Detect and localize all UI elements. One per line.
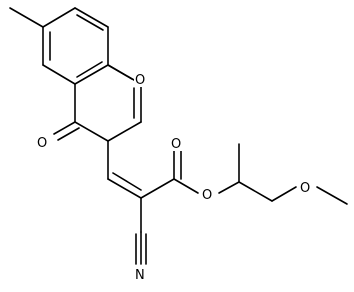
- ring-oxygen-label: O: [135, 73, 145, 88]
- bond-vinyl-double-2: [112, 172, 142, 191]
- ketone-oxygen-label: O: [37, 136, 47, 151]
- ester-oxygen-label: O: [202, 188, 212, 203]
- bond-ch-ch2: [238, 181, 273, 202]
- bond-benzene-4-inner: [76, 61, 103, 78]
- bond-benzene-2: [74, 7, 109, 28]
- bond-ester-c-o: [173, 178, 199, 194]
- bond-benzene-4: [74, 64, 109, 85]
- bond-o-ch: [218, 181, 240, 194]
- bond-pyran-c3-c4: [107, 121, 142, 142]
- ether-oxygen-label: O: [300, 181, 310, 196]
- bond-ketone-1: [53, 121, 76, 135]
- bond-c-ester-c: [140, 178, 175, 199]
- bond-benzene-2-inner: [76, 14, 104, 31]
- bond-ch2-o: [271, 186, 297, 202]
- nitrile-nitrogen-label: N: [135, 268, 145, 283]
- bond-vinyl-double-1: [107, 178, 142, 199]
- bond-o-methyl: [316, 186, 348, 205]
- bond-pyran-c4-c4a: [74, 121, 109, 142]
- bond-c8a-ring-oxygen: [107, 64, 133, 80]
- bond-benzene-5: [42, 64, 76, 85]
- bond-aryl-methyl: [9, 7, 44, 28]
- bond-benzene-1: [42, 7, 76, 28]
- bond-ketone-2: [57, 127, 80, 141]
- ester-carbonyl-oxygen-label: O: [171, 137, 181, 152]
